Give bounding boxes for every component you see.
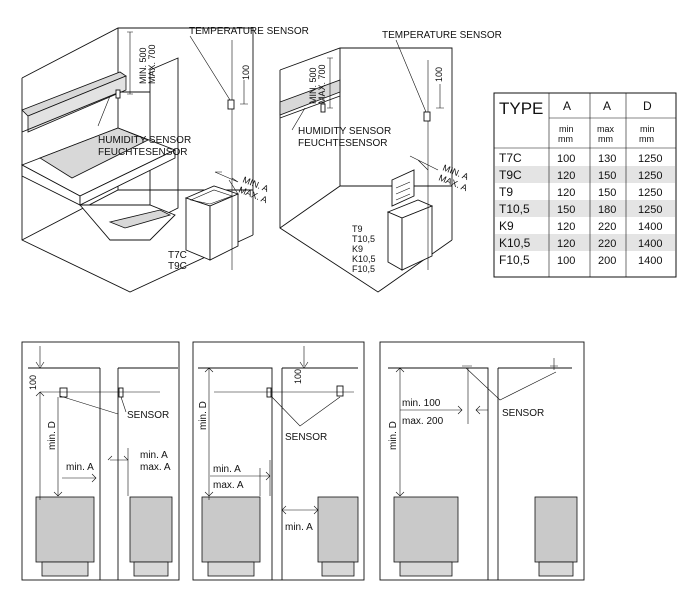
max-a-lc-label-2: max. A [213,480,244,491]
table-cell: 1250 [638,204,662,216]
sub-a-max-2: mm [598,134,613,144]
heater-model-t9c: T9C [168,261,187,272]
dim-100-label-2: 100 [434,67,444,82]
table-row-type: T10,5 [499,202,530,216]
min-d-label-1: min. D [47,421,58,450]
table-cell: 1250 [638,170,662,182]
table-row-type: F10,5 [499,253,530,267]
table-cell: 1400 [638,255,662,267]
table-cell: 120 [557,221,575,233]
sensor-label-3: SENSOR [502,408,544,419]
table-header-type: TYPE [499,99,543,118]
max-a-lc-label-1: max. A [140,462,171,473]
table-header-d: D [643,99,652,113]
table-cell: 130 [598,153,616,165]
table-cell: 180 [598,204,616,216]
table-cell: 100 [557,153,575,165]
table-cell: 1250 [638,153,662,165]
humidity-sensor-label-1: HUMIDITY SENSOR [98,135,191,146]
sensor-label-2: SENSOR [285,432,327,443]
table-cell: 150 [557,204,575,216]
min-a-lc-label-4: min. A [285,522,313,533]
sub-d-min-2: mm [639,134,654,144]
temperature-sensor-label-1: TEMPERATURE SENSOR [189,26,309,37]
table-row-type: T9 [499,185,513,199]
sub-a-min-1: min [559,124,574,134]
heater-model-k9: K9 [352,244,363,254]
min-100-label: min. 100 [402,398,441,409]
table-cell: 1250 [638,187,662,199]
max-200-label: max. 200 [402,416,444,427]
sub-a-max-1: max [597,124,615,134]
heater-model-f10-5: F10,5 [352,264,375,274]
min-a-lc-label-1: min. A [66,462,94,473]
table-cell: 1400 [638,238,662,250]
max-700-label-1: MAX. 700 [147,44,157,84]
dim-100-label-3: 100 [28,375,38,390]
table-row-type: T7C [499,151,522,165]
humidity-sensor-label-2: HUMIDITY SENSOR [298,126,391,137]
table-cell: 200 [598,255,616,267]
heater-model-t10-5: T10,5 [352,234,375,244]
sauna-3d-left [20,27,254,293]
table-cell: 220 [598,238,616,250]
dim-100-label-4: 100 [293,369,303,384]
sub-d-min-1: min [640,124,655,134]
min-500-label-2: MIN. 500 [308,67,318,104]
table-cell: 150 [598,187,616,199]
table-cell: 120 [557,170,575,182]
min-d-label-3: min. D [388,421,399,450]
heater-model-t9: T9 [352,224,363,234]
dim-100-label-1: 100 [241,65,251,80]
min-a-lc-label-3: min. A [213,464,241,475]
max-700-label-2: MAX. 700 [317,64,327,104]
heater-model-t7c: T7C [168,250,187,261]
sauna-3d-right [279,39,453,293]
table-cell: 120 [557,187,575,199]
feuchtesensor-label-1: FEUCHTESENSOR [98,147,187,158]
table-cell: 1400 [638,221,662,233]
min-500-label-1: MIN. 500 [138,47,148,84]
feuchtesensor-label-2: FEUCHTESENSOR [298,138,387,149]
table-header-a-max: A [603,99,611,113]
temperature-sensor-label-2: TEMPERATURE SENSOR [382,30,502,41]
sub-a-min-2: mm [558,134,573,144]
min-d-label-2: min. D [198,401,209,430]
table-cell: 100 [557,255,575,267]
dimensions-table [493,92,677,278]
panel-1 [21,341,180,581]
panel-2 [192,341,365,581]
table-cell: 220 [598,221,616,233]
table-header-a-min: A [563,99,571,113]
heater-model-k10-5: K10,5 [352,254,376,264]
table-cell: 120 [557,238,575,250]
table-row-type: K10,5 [499,236,531,250]
sensor-label-1: SENSOR [127,410,169,421]
table-cell: 150 [598,170,616,182]
panel-3 [379,341,585,581]
min-a-lc-label-2: min. A [140,450,168,461]
table-row-type: K9 [499,219,514,233]
table-row-type: T9C [499,168,522,182]
